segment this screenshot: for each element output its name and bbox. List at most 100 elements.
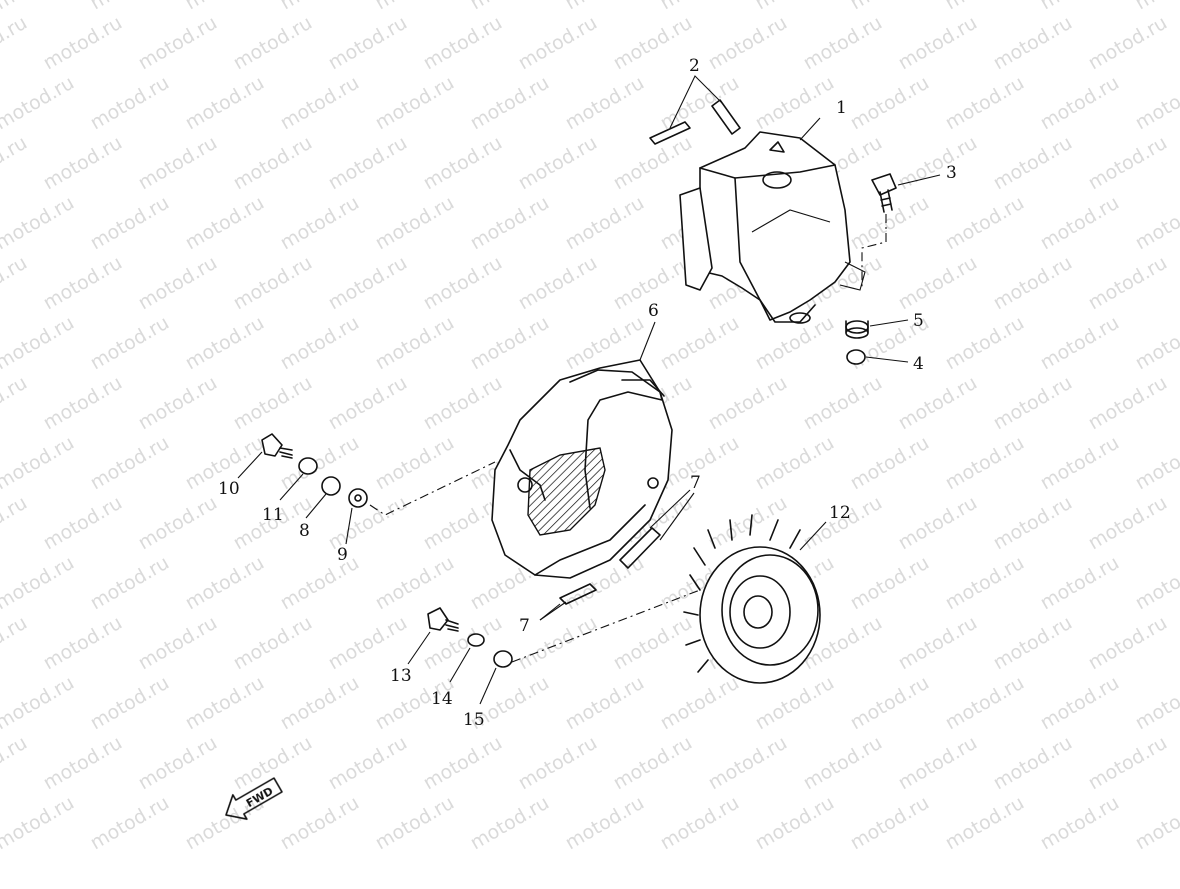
watermark-text: motod.ru — [0, 192, 78, 255]
watermark-text: motod.ru — [87, 192, 173, 255]
watermark-text: motod.ru — [942, 792, 1028, 855]
watermark-text: motod.ru — [657, 672, 743, 735]
watermark-text: motod.ru — [420, 372, 506, 435]
watermark-text: motod.ru — [990, 252, 1076, 315]
watermark-text: motod.ru — [942, 432, 1028, 495]
flywheel-fan-part — [684, 515, 820, 683]
watermark-text: motod.ru — [0, 252, 31, 315]
watermark-text: motod.ru — [990, 492, 1076, 555]
watermark-text: motod.ru — [420, 732, 506, 795]
watermark-text: motod.ru — [87, 552, 173, 615]
watermark-text: motod.ru — [1037, 192, 1123, 255]
watermark-text: motod.ru — [0, 72, 78, 135]
watermark-text: motod.ru — [230, 612, 316, 675]
watermark-text: motod.ru — [705, 492, 791, 555]
watermark-text: motod.ru — [0, 792, 78, 855]
watermark-text: motod.ru — [182, 672, 268, 735]
watermark-text: motod.ru — [1132, 312, 1180, 375]
watermark-text: motod.ru — [562, 672, 648, 735]
watermark-text: motod.ru — [1037, 552, 1123, 615]
watermark-text: motod.ru — [40, 372, 126, 435]
callout-6: 6 — [648, 301, 659, 321]
watermark-text: motod.ru — [1085, 612, 1171, 675]
watermark-text: motod.ru — [135, 12, 221, 75]
watermark-text: motod.ru — [705, 12, 791, 75]
watermark-text: motod.ru — [562, 192, 648, 255]
watermark-text: motod.ru — [1037, 312, 1123, 375]
watermark-text: motod.ru — [230, 252, 316, 315]
watermark-text: motod.ru — [467, 312, 553, 375]
watermark-text: motod.ru — [277, 672, 363, 735]
watermark-text: motod.ru — [942, 0, 1028, 14]
watermark-text: motod.ru — [847, 0, 933, 14]
watermark-text: motod.ru — [1085, 492, 1171, 555]
watermark-text: motod.ru — [135, 372, 221, 435]
watermark-text: motod.ru — [562, 72, 648, 135]
watermark-text: motod.ru — [1037, 792, 1123, 855]
watermark-text: motod.ru — [182, 552, 268, 615]
watermark-text: motod.ru — [1085, 12, 1171, 75]
watermark-text: motod.ru — [1085, 252, 1171, 315]
watermark-text: motod.ru — [1037, 72, 1123, 135]
watermark-text: motod.ru — [895, 252, 981, 315]
watermark-text: motod.ru — [752, 792, 838, 855]
watermark-text: motod.ru — [40, 132, 126, 195]
watermark-text: motod.ru — [467, 192, 553, 255]
watermark-text: motod.ru — [1132, 0, 1180, 14]
watermark-text: motod.ru — [0, 672, 78, 735]
watermark-text: motod.ru — [1037, 0, 1123, 14]
callout-14: 14 — [431, 689, 453, 709]
watermark-text: motod.ru — [372, 312, 458, 375]
watermark-text: motod.ru — [230, 372, 316, 435]
watermark-text: motod.ru — [800, 12, 886, 75]
watermark-text: motod.ru — [1132, 672, 1180, 735]
watermark-text: motod.ru — [0, 372, 31, 435]
watermark-text: motod.ru — [942, 72, 1028, 135]
watermark-text: motod.ru — [135, 132, 221, 195]
watermark-text: motod.ru — [40, 612, 126, 675]
watermark-text: motod.ru — [942, 672, 1028, 735]
watermark-text: motod.ru — [990, 372, 1076, 435]
callout-2: 2 — [689, 56, 700, 76]
watermark-text: motod.ru — [657, 0, 743, 14]
watermark-text: motod.ru — [277, 312, 363, 375]
watermark-text: motod.ru — [372, 552, 458, 615]
watermark-text: motod.ru — [1037, 672, 1123, 735]
watermark-text: motod.ru — [230, 132, 316, 195]
watermark-text: motod.ru — [325, 132, 411, 195]
watermark-text: motod.ru — [182, 312, 268, 375]
callout-10: 10 — [218, 479, 240, 499]
watermark-text: motod.ru — [1132, 72, 1180, 135]
watermark-text: motod.ru — [942, 312, 1028, 375]
watermark-text: motod.ru — [40, 252, 126, 315]
watermark-text: motod.ru — [40, 732, 126, 795]
callout-5: 5 — [913, 311, 924, 331]
watermark-text: motod.ru — [87, 72, 173, 135]
watermark-text: motod.ru — [942, 192, 1028, 255]
watermark-text: motod.ru — [230, 732, 316, 795]
callout-4: 4 — [913, 354, 924, 374]
watermark-text: motod.ru — [0, 552, 78, 615]
watermark-text: motod.ru — [657, 792, 743, 855]
watermark-text: motod.ru — [1085, 732, 1171, 795]
watermark-text: motod.ru — [372, 432, 458, 495]
watermark-text: motod.ru — [895, 12, 981, 75]
watermark-text: motod.ru — [1132, 432, 1180, 495]
watermark-text: motod.ru — [277, 552, 363, 615]
watermark-text: motod.ru — [135, 252, 221, 315]
watermark-text: motod.ru — [610, 732, 696, 795]
callout-13: 13 — [390, 666, 412, 686]
watermark-text: motod.ru — [325, 252, 411, 315]
watermark-text: motod.ru — [705, 732, 791, 795]
callout-3: 3 — [946, 163, 957, 183]
watermark-text: motod.ru — [135, 492, 221, 555]
watermark-text: motod.ru — [467, 792, 553, 855]
watermark-text: motod.ru — [0, 12, 31, 75]
watermark-text: motod.ru — [752, 432, 838, 495]
watermark-text: motod.ru — [277, 792, 363, 855]
watermark-text: motod.ru — [0, 132, 31, 195]
watermark-text: motod.ru — [0, 0, 78, 14]
watermark-text: motod.ru — [467, 72, 553, 135]
watermark-text: motod.ru — [610, 12, 696, 75]
watermark-text: motod.ru — [420, 12, 506, 75]
